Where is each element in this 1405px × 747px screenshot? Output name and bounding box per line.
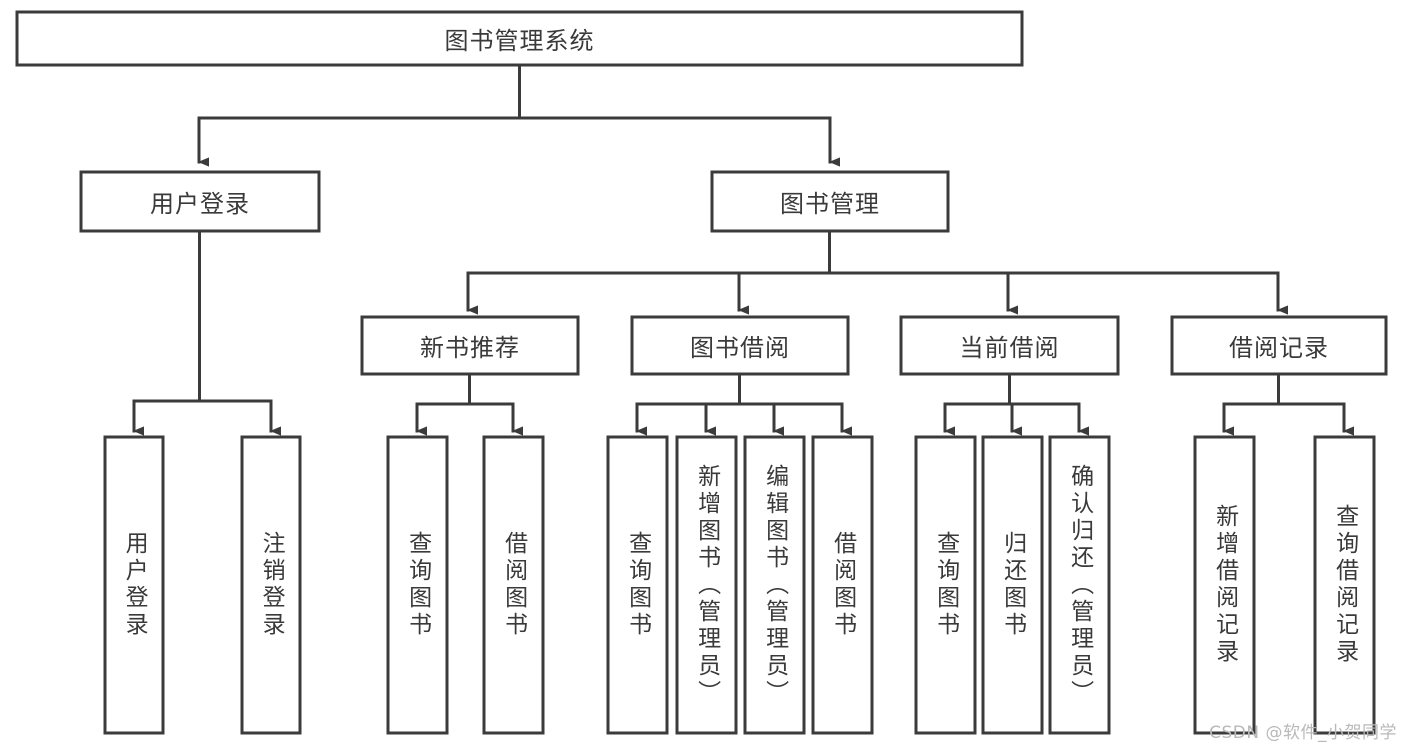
node-leaf-edit-book-box[interactable] [743,435,806,735]
node-leaf-borrow-book-2-box[interactable] [811,435,874,735]
node-leaf-confirm-return-box[interactable] [1048,435,1111,735]
node-leaf-logout-login-box[interactable] [240,435,302,735]
node-user-login-box[interactable] [79,170,321,233]
node-leaf-borrow-book-1-box[interactable] [482,435,545,735]
node-leaf-query-book-3-box[interactable] [914,435,977,735]
node-current-borrow-box[interactable] [899,315,1120,376]
node-leaf-query-record-box[interactable] [1313,435,1376,735]
node-book-management-box[interactable] [710,170,950,233]
node-leaf-user-login-box[interactable] [103,435,165,735]
node-leaf-query-book-1-box[interactable] [386,435,449,735]
node-borrow-record-box[interactable] [1170,315,1388,376]
node-book-borrow-box[interactable] [630,315,850,376]
node-leaf-add-record-box[interactable] [1193,435,1256,735]
node-leaf-add-book-box[interactable] [675,435,738,735]
node-root-box[interactable] [15,10,1024,67]
node-leaf-query-book-2-box[interactable] [606,435,669,735]
node-leaf-return-book-box[interactable] [981,435,1044,735]
node-new-book-recommend-box[interactable] [360,315,580,376]
